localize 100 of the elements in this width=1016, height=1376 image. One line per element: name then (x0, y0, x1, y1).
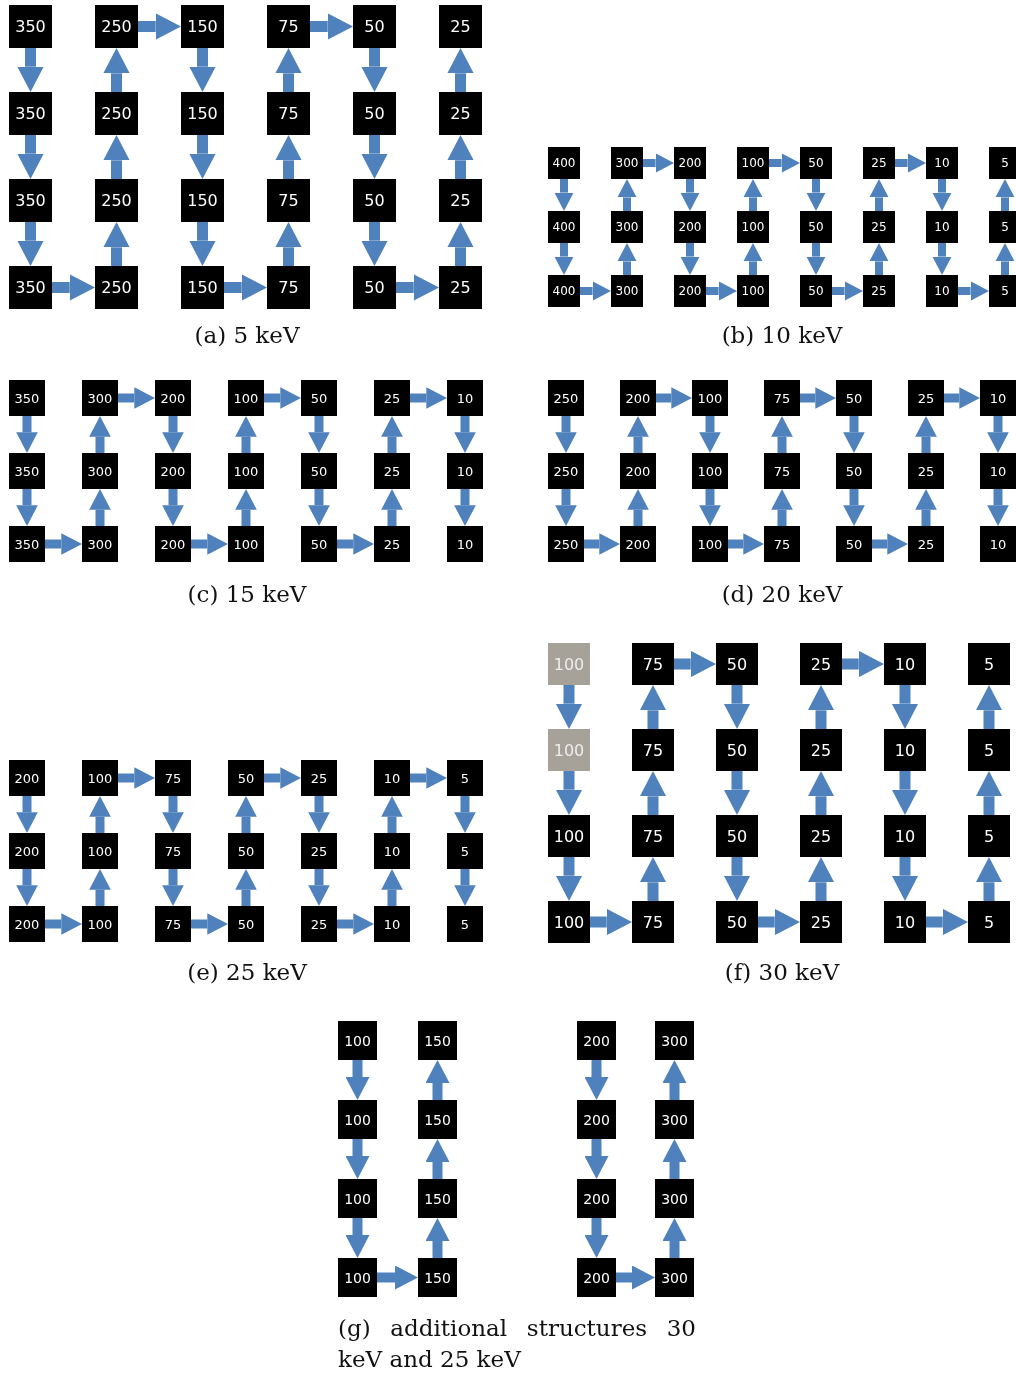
arrow (771, 489, 793, 526)
value-box: 50 (301, 526, 337, 562)
arrow (555, 416, 577, 453)
arrow (807, 771, 835, 815)
arrow (89, 416, 111, 453)
value-box: 5 (447, 833, 483, 869)
value-box: 200 (577, 1100, 616, 1139)
arrow (843, 416, 865, 453)
value-box: 75 (764, 380, 800, 416)
value-box: 150 (418, 1179, 457, 1218)
arrow (381, 416, 403, 453)
arrow (639, 771, 667, 815)
value-box: 25 (439, 92, 482, 135)
value-box: 10 (374, 906, 410, 942)
value-box: 200 (577, 1179, 616, 1218)
arrow (584, 1060, 609, 1100)
value-box: 75 (155, 906, 191, 942)
value-box: 100 (82, 906, 118, 942)
value-box: 150 (181, 266, 224, 309)
arrow (743, 179, 763, 211)
arrow (723, 857, 751, 901)
arrow (975, 857, 1003, 901)
value-box: 25 (800, 729, 842, 771)
value-box: 50 (836, 380, 872, 416)
value-box: 5 (968, 729, 1010, 771)
arrow (891, 771, 919, 815)
arrow (932, 179, 952, 211)
value-box: 350 (9, 92, 52, 135)
value-box: 5 (447, 906, 483, 942)
arrow (932, 243, 952, 275)
arrow (987, 416, 1009, 453)
value-box: 200 (155, 453, 191, 489)
value-box: 75 (267, 5, 310, 48)
arrow (806, 179, 826, 211)
value-box: 150 (181, 5, 224, 48)
arrow (425, 1139, 450, 1179)
panel-caption: (c) 15 keV (186, 581, 308, 607)
value-box: 25 (863, 147, 895, 179)
value-box: 10 (374, 833, 410, 869)
value-box: 200 (577, 1021, 616, 1060)
value-box: 25 (374, 380, 410, 416)
value-box: 400 (548, 147, 580, 179)
value-box: 75 (155, 760, 191, 796)
value-box: 200 (674, 211, 706, 243)
arrow (308, 869, 330, 906)
arrow (162, 869, 184, 906)
arrow (396, 274, 439, 301)
value-box: 50 (228, 906, 264, 942)
arrow (345, 1060, 370, 1100)
arrow (162, 796, 184, 833)
value-box: 100 (737, 211, 769, 243)
value-box: 100 (338, 1258, 377, 1297)
arrow (308, 796, 330, 833)
value-box: 25 (800, 815, 842, 857)
value-box: 25 (439, 266, 482, 309)
panel-caption: (b) 10 keV (720, 322, 844, 348)
panel-caption: (f) 30 keV (723, 959, 841, 985)
value-box: 50 (301, 453, 337, 489)
arrow (895, 153, 926, 173)
value-box: 75 (764, 526, 800, 562)
arrow (162, 416, 184, 453)
arrow (975, 685, 1003, 729)
arrow (361, 48, 388, 92)
value-box: 300 (655, 1258, 694, 1297)
panel-caption: (d) 20 keV (720, 581, 844, 607)
value-box: 100 (338, 1100, 377, 1139)
value-box: 100 (228, 380, 264, 416)
arrow (138, 13, 181, 40)
arrow (627, 416, 649, 453)
arrow (662, 1060, 687, 1100)
value-box: 150 (181, 179, 224, 222)
value-box: 200 (620, 380, 656, 416)
arrow (554, 243, 574, 275)
arrow (915, 489, 937, 526)
value-box: 75 (632, 815, 674, 857)
arrow (869, 243, 889, 275)
arrow (235, 796, 257, 833)
value-box: 5 (989, 211, 1016, 243)
value-box: 250 (95, 179, 138, 222)
arrow (926, 908, 968, 936)
value-box: 50 (836, 526, 872, 562)
arrow (699, 416, 721, 453)
arrow (680, 243, 700, 275)
value-box: 10 (884, 901, 926, 943)
value-box: 5 (989, 147, 1016, 179)
arrow (995, 243, 1015, 275)
value-box: 300 (82, 526, 118, 562)
value-box: 50 (800, 147, 832, 179)
value-box: 75 (764, 453, 800, 489)
value-box: 300 (82, 453, 118, 489)
value-box: 25 (301, 906, 337, 942)
arrow (337, 913, 374, 935)
arrow (224, 274, 267, 301)
value-box: 200 (577, 1258, 616, 1297)
value-box: 250 (95, 92, 138, 135)
arrow (723, 771, 751, 815)
arrow (872, 533, 908, 555)
value-box: 250 (548, 380, 584, 416)
value-box: 100 (692, 526, 728, 562)
arrow (555, 857, 583, 901)
